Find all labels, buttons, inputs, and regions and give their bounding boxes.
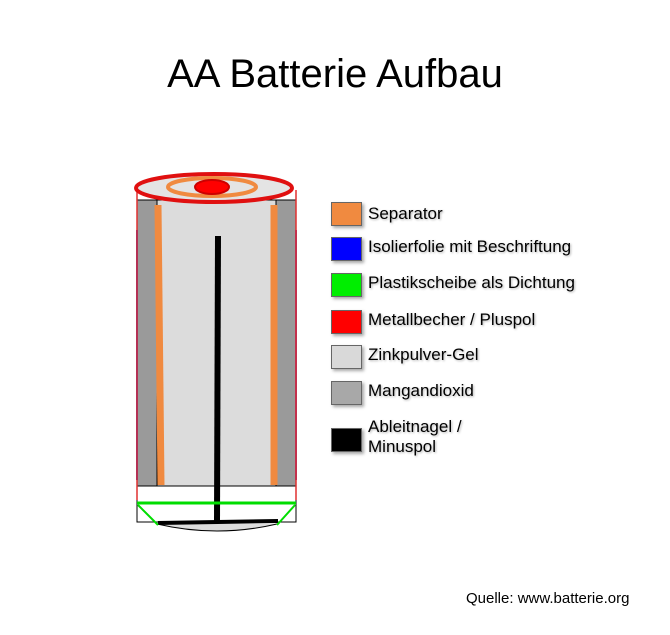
legend-item-insulation: Isolierfolie mit Beschriftung (331, 237, 608, 261)
legend-swatch (331, 237, 362, 261)
diagram-title: AA Batterie Aufbau (167, 52, 503, 96)
legend-label: Ableitnagel / Minuspol (368, 417, 462, 456)
legend-label: Isolierfolie mit Beschriftung (368, 237, 572, 256)
manganese-right (275, 199, 297, 487)
nail-head (157, 519, 279, 525)
legend-label: Metallbecher / Pluspol (368, 310, 536, 329)
manganese-left (136, 199, 158, 487)
legend-item-gasket: Plastikscheibe als Dichtung (331, 273, 608, 297)
source-credit: Quelle: www.batterie.org (466, 590, 630, 607)
gasket-right (276, 504, 296, 526)
legend-label: Zinkpulver-Gel (368, 345, 479, 364)
legend-swatch (331, 310, 362, 334)
legend-swatch (331, 381, 362, 405)
legend-swatch (331, 202, 362, 226)
separator-left (154, 204, 165, 486)
legend-label: Separator (368, 204, 443, 223)
legend-swatch (331, 273, 362, 297)
legend-item-zinc-gel: Zinkpulver-Gel (331, 345, 608, 369)
legend-item-separator: Separator (331, 202, 608, 226)
legend-swatch (331, 428, 362, 452)
plus-pole (194, 179, 230, 195)
legend-item-nail: Ableitnagel / Minuspol (331, 417, 478, 457)
bottom-cap (156, 523, 278, 532)
top-separator-ring (166, 176, 258, 198)
legend-label: Plastikscheibe als Dichtung (368, 273, 575, 292)
legend-item-metal-cup: Metallbecher / Pluspol (331, 310, 608, 334)
legend-label: Mangandioxid (368, 381, 474, 400)
legend-item-manganese: Mangandioxid (331, 381, 608, 405)
nail-shaft (214, 235, 221, 522)
gasket-left (137, 504, 159, 526)
legend-swatch (331, 345, 362, 369)
